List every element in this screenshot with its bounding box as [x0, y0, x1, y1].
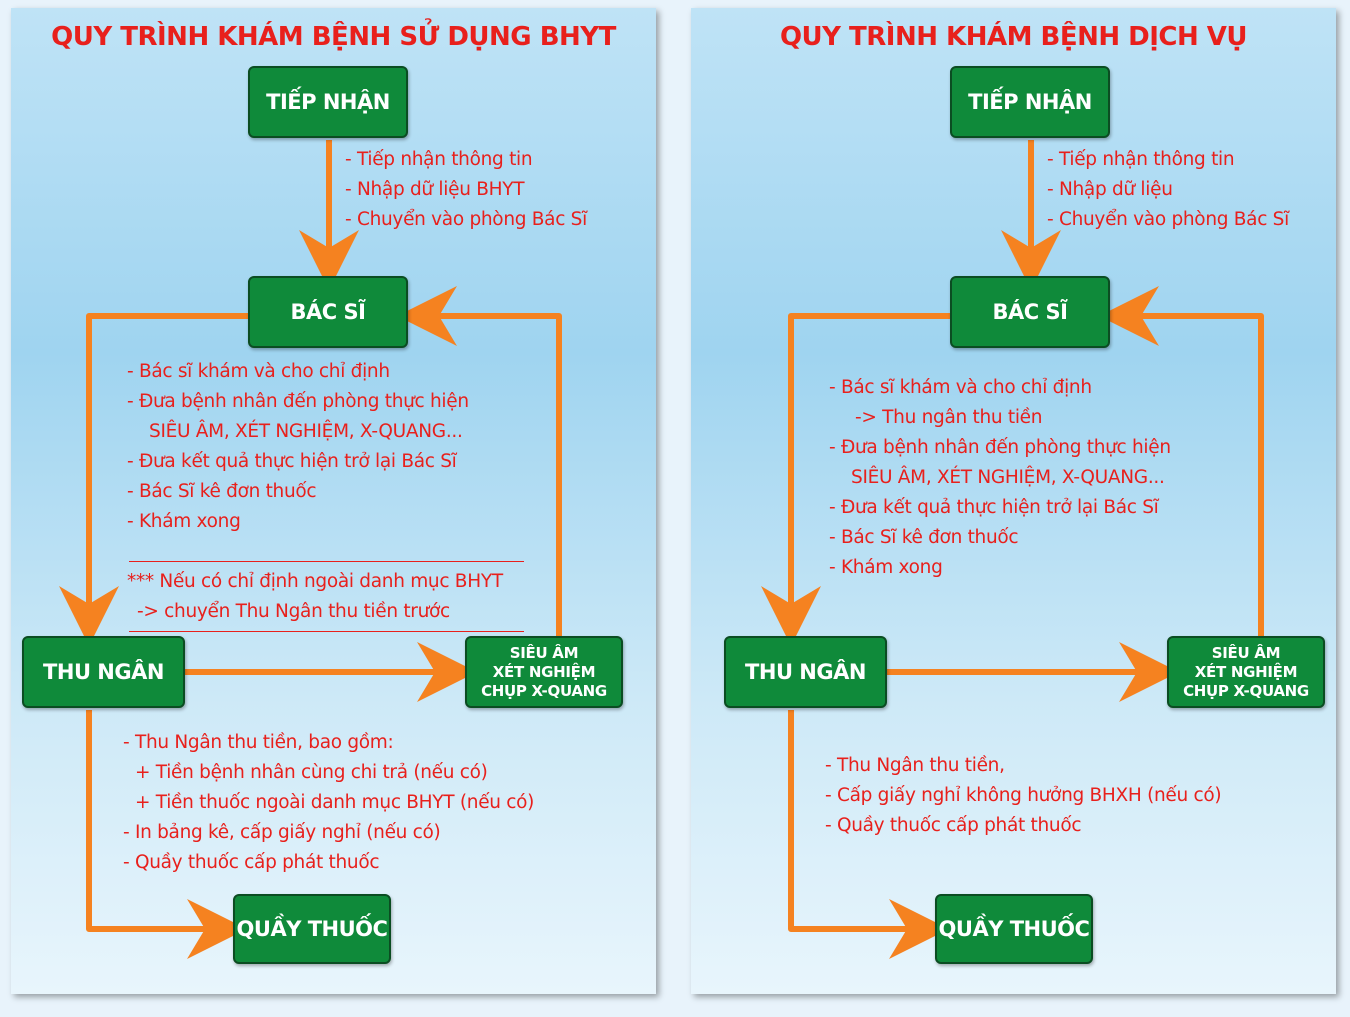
node-imaging: SIÊU ÂM XÉT NGHIỆM CHỤP X-QUANG: [465, 636, 623, 708]
note-line: -> chuyển Thu Ngân thu tiền trước: [137, 601, 450, 622]
reception-notes: - Tiếp nhận thông tin - Nhập dữ liệu - C…: [1047, 145, 1289, 235]
note-line: - Bác Sĩ kê đơn thuốc: [829, 527, 1019, 548]
note-line: - Nhập dữ liệu BHYT: [345, 179, 525, 200]
poster-service: QUY TRÌNH KHÁM BỆNH DỊCH VỤ TIẾP NHẬN BÁ…: [691, 8, 1336, 994]
note-line: - Thu Ngân thu tiền, bao gồm:: [123, 732, 394, 753]
special-notes: *** Nếu có chỉ định ngoài danh mục BHYT …: [127, 567, 503, 627]
note-line: - Quầy thuốc cấp phát thuốc: [123, 852, 380, 873]
note-line: - Bác Sĩ kê đơn thuốc: [127, 481, 317, 502]
node-reception: TIẾP NHẬN: [248, 66, 408, 138]
note-line: - Chuyển vào phòng Bác Sĩ: [345, 209, 587, 230]
note-line: - Khám xong: [829, 557, 943, 578]
note-line: - Quầy thuốc cấp phát thuốc: [825, 815, 1082, 836]
node-imaging-line: CHỤP X-QUANG: [1183, 681, 1309, 700]
node-imaging-line: XÉT NGHIỆM: [1194, 662, 1298, 681]
node-reception: TIẾP NHẬN: [950, 66, 1110, 138]
node-cashier: THU NGÂN: [724, 636, 887, 708]
node-pharmacy: QUẦY THUỐC: [233, 894, 391, 964]
node-imaging: SIÊU ÂM XÉT NGHIỆM CHỤP X-QUANG: [1167, 636, 1325, 708]
note-line: - In bảng kê, cấp giấy nghỉ (nếu có): [123, 822, 441, 843]
note-line: - Cấp giấy nghỉ không hưởng BHXH (nếu có…: [825, 785, 1222, 806]
node-pharmacy: QUẦY THUỐC: [935, 894, 1093, 964]
note-line: - Nhập dữ liệu: [1047, 179, 1173, 200]
note-line: - Tiếp nhận thông tin: [1047, 149, 1235, 170]
note-line: - Đưa kết quả thực hiện trở lại Bác Sĩ: [127, 451, 457, 472]
node-imaging-line: SIÊU ÂM: [1211, 643, 1281, 662]
note-line: - Khám xong: [127, 511, 241, 532]
reception-notes: - Tiếp nhận thông tin - Nhập dữ liệu BHY…: [345, 145, 587, 235]
poster-bhyt: QUY TRÌNH KHÁM BỆNH SỬ DỤNG BHYT TIẾP NH…: [11, 8, 656, 994]
note-line: + Tiền thuốc ngoài danh mục BHYT (nếu có…: [135, 792, 535, 813]
flow-arrows: [59, 140, 562, 959]
arrow-cashier-to-pharmacy: [788, 710, 949, 959]
cashier-notes: - Thu Ngân thu tiền, - Cấp giấy nghỉ khô…: [825, 751, 1222, 841]
node-doctor: BÁC SĨ: [248, 276, 408, 348]
note-line: - Đưa bệnh nhân đến phòng thực hiện: [829, 437, 1171, 458]
note-line: SIÊU ÂM, XÉT NGHIỆM, X-QUANG...: [851, 467, 1165, 488]
divider: [129, 561, 524, 562]
divider: [129, 631, 524, 632]
arrow-cashier-to-pharmacy: [86, 710, 247, 959]
node-imaging-line: XÉT NGHIỆM: [492, 662, 596, 681]
node-imaging-line: SIÊU ÂM: [509, 643, 579, 662]
note-line: - Thu Ngân thu tiền,: [825, 755, 1005, 776]
node-imaging-line: CHỤP X-QUANG: [481, 681, 607, 700]
arrow-imaging-to-doctor: [397, 286, 562, 638]
note-line: - Chuyển vào phòng Bác Sĩ: [1047, 209, 1289, 230]
node-cashier: THU NGÂN: [22, 636, 185, 708]
note-line: - Đưa bệnh nhân đến phòng thực hiện: [127, 391, 469, 412]
arrow-imaging-to-doctor: [1099, 286, 1264, 638]
poster-title: QUY TRÌNH KHÁM BỆNH DỊCH VỤ: [779, 22, 1248, 52]
cashier-notes: - Thu Ngân thu tiền, bao gồm: + Tiền bện…: [123, 728, 534, 878]
note-line: SIÊU ÂM, XÉT NGHIỆM, X-QUANG...: [149, 421, 463, 442]
note-line: *** Nếu có chỉ định ngoài danh mục BHYT: [127, 571, 503, 592]
arrow-doctor-to-cashier: [761, 313, 950, 646]
poster-title: QUY TRÌNH KHÁM BỆNH SỬ DỤNG BHYT: [51, 22, 616, 52]
arrow-doctor-to-cashier: [59, 313, 248, 646]
doctor-notes: - Bác sĩ khám và cho chỉ định - Đưa bệnh…: [127, 357, 469, 537]
doctor-notes: - Bác sĩ khám và cho chỉ định -> Thu ngâ…: [829, 373, 1171, 583]
node-doctor: BÁC SĨ: [950, 276, 1110, 348]
flow-arrows: [761, 140, 1264, 959]
note-line: -> Thu ngân thu tiền: [855, 407, 1043, 428]
note-line: - Tiếp nhận thông tin: [345, 149, 533, 170]
note-line: + Tiền bệnh nhân cùng chi trả (nếu có): [135, 762, 488, 783]
note-line: - Đưa kết quả thực hiện trở lại Bác Sĩ: [829, 497, 1159, 518]
note-line: - Bác sĩ khám và cho chỉ định: [829, 377, 1092, 398]
note-line: - Bác sĩ khám và cho chỉ định: [127, 361, 390, 382]
